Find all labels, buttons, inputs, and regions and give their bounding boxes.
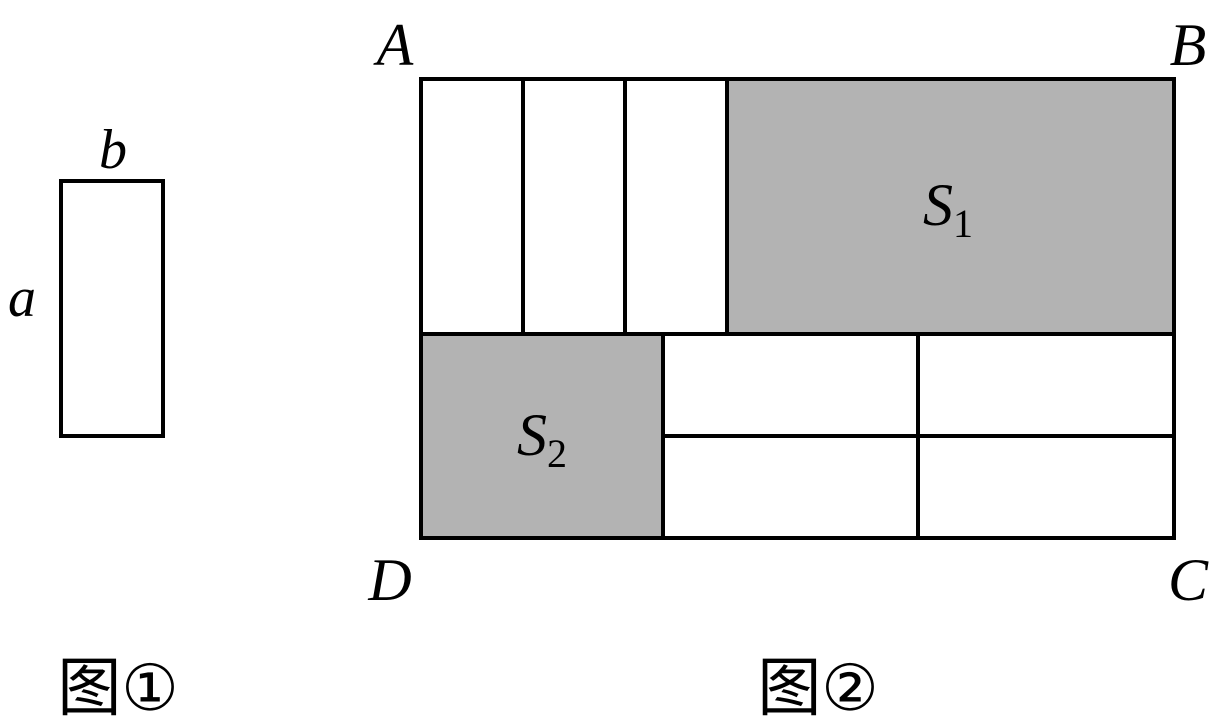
region-label-s2-sub: 2 [547,431,567,476]
bottom-small-rect-4 [916,434,1176,540]
vertex-label-a: A [373,12,414,78]
figure-2: A B C D S1 S2 图② [367,12,1209,726]
shaded-region-s2 [419,332,665,540]
vertex-label-d: D [367,547,411,613]
side-label-a: a [8,267,36,329]
top-small-rect-2 [521,77,627,336]
outer-rectangle-abcd [419,77,1176,540]
vertex-label-c: C [1168,547,1209,613]
bottom-small-rect-1 [661,332,920,438]
top-small-rect-1 [419,77,525,336]
region-label-s2-main: S [517,402,547,468]
region-label-s2: S2 [517,402,567,476]
top-small-rect-3 [623,77,729,336]
figure-1: b a 图① [8,119,179,726]
region-label-s1-sub: 1 [953,201,973,246]
bottom-small-rect-3 [661,434,920,540]
bottom-small-rect-2 [916,332,1176,438]
figure-1-caption: 图① [57,652,178,726]
region-label-s1: S1 [923,172,973,246]
figure-2-caption: 图② [757,652,878,726]
shaded-region-s1 [725,77,1176,336]
side-label-b: b [99,119,127,181]
small-rectangle [59,179,165,438]
vertex-label-b: B [1170,12,1207,78]
region-label-s1-main: S [923,172,953,238]
